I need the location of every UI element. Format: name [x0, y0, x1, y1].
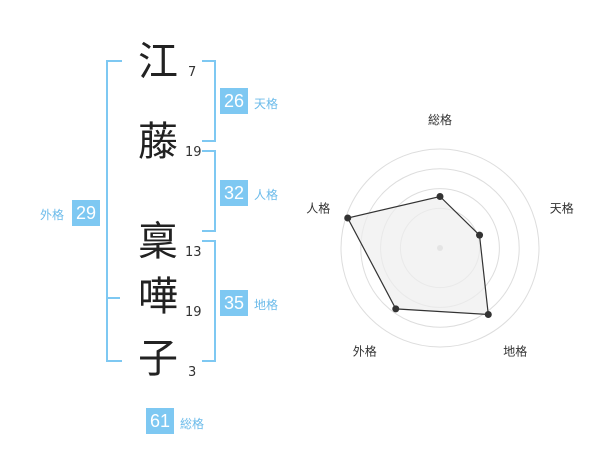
tenkaku-bracket	[202, 60, 216, 142]
radar-point-地格	[484, 310, 492, 318]
char-3: 稟	[138, 219, 178, 265]
radar-ring-2	[360, 168, 520, 328]
char-4: 嘩	[138, 274, 178, 320]
jinkaku-label: 人格	[254, 188, 279, 202]
gaikaku-bracket	[106, 60, 122, 362]
radar-point-天格	[476, 231, 484, 239]
radar-axis-label-2: 天格	[550, 200, 574, 215]
radar-axis-label-4: 外格	[353, 344, 377, 359]
char-2: 藤	[138, 119, 178, 165]
stroke-count-4: 19	[185, 305, 202, 320]
gaikaku-bracket-mid-tick	[106, 297, 120, 299]
stroke-count-5: 3	[188, 365, 197, 380]
radar-ring-1	[340, 148, 540, 348]
chikaku-bracket	[202, 240, 216, 362]
gaikaku-label: 外格	[40, 208, 65, 222]
tenkaku-value: 26	[220, 88, 248, 114]
radar-point-総格	[436, 193, 444, 201]
radar-axis-label-3: 地格	[503, 344, 527, 359]
char-1: 江	[138, 39, 178, 85]
char-5: 子	[138, 336, 178, 382]
radar-axis-label-1: 総格	[428, 112, 452, 127]
radar-point-人格	[344, 214, 352, 222]
soukaku-label: 総格	[180, 417, 205, 431]
soukaku-value: 61	[146, 408, 174, 434]
stroke-count-1: 7	[188, 65, 197, 80]
gaikaku-value: 29	[72, 200, 100, 226]
jinkaku-value: 32	[220, 180, 248, 206]
stroke-count-2: 19	[185, 145, 202, 160]
stroke-count-3: 13	[185, 245, 202, 260]
tenkaku-label: 天格	[254, 97, 279, 111]
jinkaku-bracket	[202, 150, 216, 232]
radar-polygon	[346, 195, 489, 316]
radar-point-外格	[392, 305, 400, 313]
radar-axis-label-5: 人格	[306, 200, 330, 215]
chikaku-label: 地格	[254, 298, 279, 312]
chikaku-value: 35	[220, 290, 248, 316]
